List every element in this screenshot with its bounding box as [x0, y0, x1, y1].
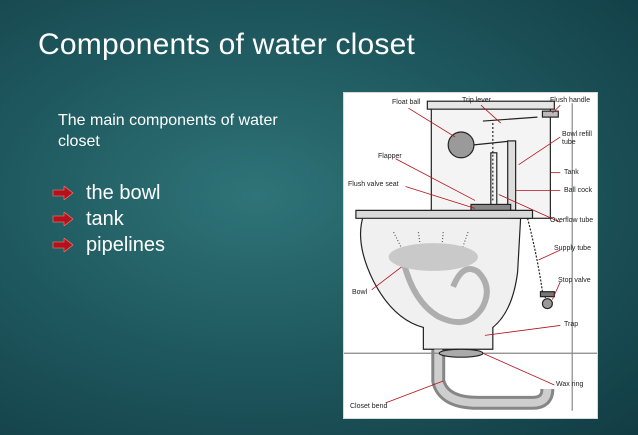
label-trap: Trap [564, 321, 579, 328]
list-item: tank [52, 206, 165, 232]
label-flush-valve-seat: Flush valve seat [348, 181, 399, 188]
label-wax-ring: Wax ring [556, 381, 584, 388]
red-arrow-icon [52, 238, 74, 252]
bullet-text: pipelines [86, 233, 165, 256]
label-flapper: Flapper [378, 153, 402, 160]
bullet-text: tank [86, 207, 124, 230]
list-item: the bowl [52, 180, 165, 206]
label-flush-handle: Flush handle [550, 97, 591, 104]
label-closet-bend: Closet bend [350, 403, 388, 410]
label-bowl-refill-tube: Bowl refill tube [562, 131, 592, 146]
bullet-text: the bowl [86, 181, 161, 204]
component-list: the bowl tank pipelines [52, 180, 165, 258]
label-tank: Tank [564, 169, 579, 176]
intro-text: The main components of water closet [58, 112, 278, 150]
label-trip-lever: Trip lever [462, 97, 491, 104]
red-arrow-icon [52, 212, 74, 226]
list-item: pipelines [52, 232, 165, 258]
label-overflow-tube: Overflow tube [550, 217, 594, 224]
water-closet-diagram: Float ball Trip lever Flush handle Bowl … [343, 92, 598, 419]
label-supply-tube: Supply tube [554, 245, 591, 252]
label-stop-valve: Stop valve [558, 277, 591, 284]
label-ball-cock: Ball cock [564, 187, 593, 194]
toilet-cross-section-illustration [344, 100, 597, 411]
red-arrow-icon [52, 186, 74, 200]
slide-title: Components of water closet [38, 28, 416, 61]
label-bowl: Bowl [352, 289, 368, 296]
label-float-ball: Float ball [392, 99, 421, 106]
